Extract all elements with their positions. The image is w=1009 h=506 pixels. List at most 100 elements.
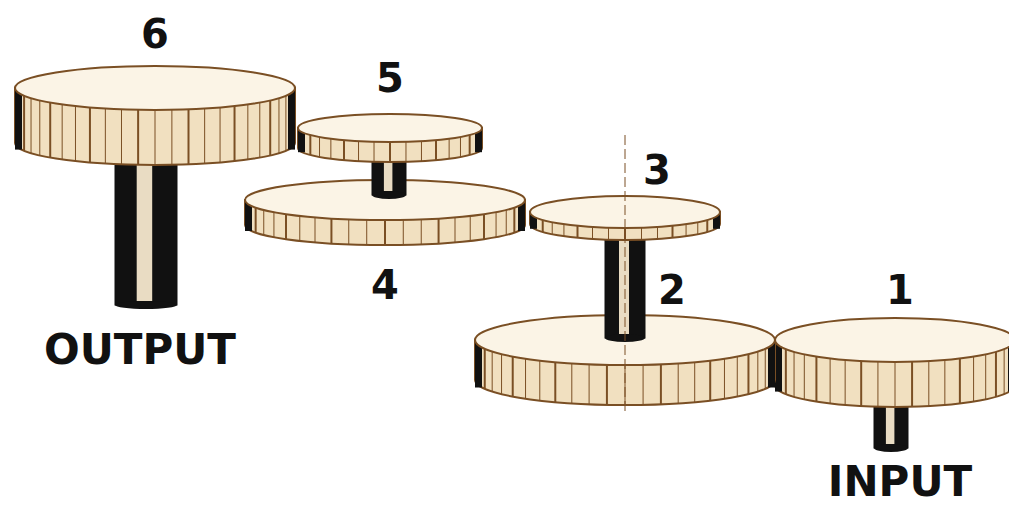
shaft-end <box>874 444 908 452</box>
gear-tooth <box>89 107 91 162</box>
gear-tooth <box>278 98 279 153</box>
gear <box>15 66 295 165</box>
gear-tooth <box>484 349 486 389</box>
gear-tooth <box>592 227 593 239</box>
gear-tooth <box>794 352 795 397</box>
gear-tooth <box>845 360 846 405</box>
gear-tooth <box>449 139 450 159</box>
gear-tooth <box>421 219 422 244</box>
gear-tooth <box>709 361 711 401</box>
gear-tooth <box>985 354 986 399</box>
gear-face <box>775 318 1009 362</box>
gear-tooth <box>643 365 644 405</box>
gear-tooth <box>374 142 375 162</box>
gear-tooth <box>299 216 300 241</box>
gear-tooth <box>501 354 502 394</box>
gear-tooth <box>660 364 662 404</box>
gear-tooth <box>1004 349 1005 394</box>
gear-tooth <box>105 109 106 164</box>
gear-tooth <box>285 96 286 151</box>
gear-tooth <box>319 137 320 157</box>
gear-tooth <box>49 103 51 158</box>
gear-tooth <box>421 141 422 161</box>
gear-tooth <box>895 362 896 407</box>
gear <box>775 318 1009 407</box>
gear-face <box>298 114 482 142</box>
gear-tooth <box>469 135 471 155</box>
gear-tooth <box>259 103 260 158</box>
gear-tooth <box>747 354 749 394</box>
gear-tooth <box>737 357 738 397</box>
callout-number: 6 <box>141 14 169 54</box>
gear-tooth <box>460 137 461 157</box>
shaft-end <box>372 191 406 199</box>
gear-tooth <box>75 106 76 161</box>
gear-tooth <box>220 107 221 162</box>
gear-tooth <box>121 109 122 164</box>
gear-tooth <box>492 352 493 392</box>
axis-line <box>625 135 626 415</box>
gear-tooth <box>31 98 32 153</box>
gear-tooth <box>757 352 758 392</box>
gear-tooth <box>554 362 556 402</box>
gear-tooth <box>959 359 961 404</box>
gear-tooth <box>765 349 766 389</box>
gear-tooth <box>678 363 679 403</box>
gear-tooth <box>706 220 708 232</box>
gear-tooth <box>625 365 626 405</box>
shaft-label: INPUT <box>828 461 972 503</box>
gear-tooth <box>686 224 687 236</box>
gear-tooth <box>877 362 878 407</box>
gear-tooth <box>366 220 367 245</box>
gear-tooth <box>815 357 817 402</box>
gear-tooth <box>606 365 608 405</box>
gear-tooth <box>358 141 359 161</box>
gear-tooth <box>608 228 609 240</box>
gear-tooth <box>171 110 172 165</box>
gear-tooth <box>577 226 579 238</box>
gear-tooth <box>552 222 553 234</box>
gear-tooth <box>137 110 139 165</box>
gear-tooth <box>804 354 805 399</box>
gear-tooth <box>255 208 257 233</box>
gear-tooth <box>641 228 642 240</box>
gear-tooth <box>403 220 404 245</box>
gear-tooth <box>944 360 945 405</box>
gear-tooth <box>405 142 406 162</box>
gear-tooth <box>483 214 485 239</box>
gear-tooth <box>672 226 674 238</box>
gear-tooth <box>155 110 156 165</box>
gear-tooth <box>571 363 572 403</box>
gear-tooth <box>204 109 205 164</box>
gear-tooth <box>435 140 437 160</box>
gear-tooth <box>247 104 248 159</box>
gear-tooth <box>830 359 831 404</box>
gear-tooth <box>995 352 997 397</box>
callout-number: 4 <box>371 265 399 305</box>
shaft-end <box>115 301 177 309</box>
gear <box>298 114 482 162</box>
gear-tooth <box>657 227 658 239</box>
gear-tooth <box>438 218 440 243</box>
gear-tooth <box>315 217 316 242</box>
gear-shade <box>15 88 22 150</box>
gear-tooth <box>470 216 471 241</box>
gear-tooth <box>188 109 190 164</box>
gear-tooth <box>860 361 862 406</box>
gear-tooth <box>697 222 698 234</box>
gear-tooth <box>589 364 590 404</box>
gear-tooth <box>62 104 63 159</box>
callout-number: 5 <box>376 58 404 98</box>
gear-tooth <box>389 142 391 162</box>
gear-tooth <box>506 210 507 235</box>
gear-tooth <box>330 218 332 243</box>
shaft-label: OUTPUT <box>44 329 236 371</box>
gear-tooth <box>928 361 929 406</box>
gear-tooth <box>539 361 540 401</box>
gear-tooth <box>724 359 725 399</box>
gear-tooth <box>496 212 497 237</box>
gear-tooth <box>309 135 311 155</box>
gear-tooth <box>269 100 271 155</box>
